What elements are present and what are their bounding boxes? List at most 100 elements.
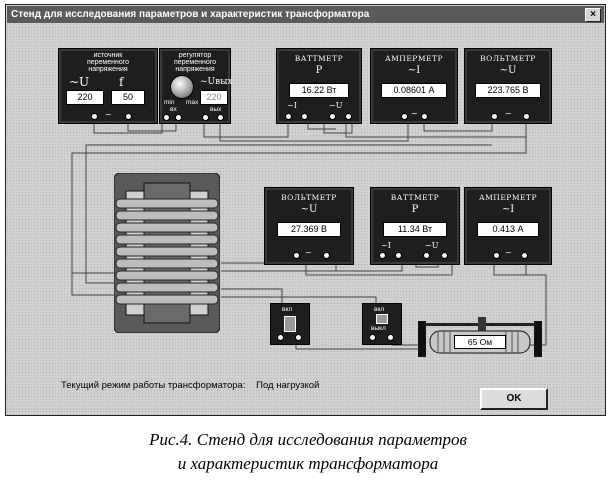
regulator-terminal-1[interactable] [163, 114, 170, 121]
secondary-ammeter: АМПЕРМЕТР ~I 0.413 А ~ [464, 187, 552, 265]
voltage-source-panel: источник переменного напряжения ~U f 220… [58, 48, 158, 124]
regulator-knob[interactable] [170, 75, 194, 99]
secondary-wattmeter-terminal-2[interactable] [395, 252, 402, 259]
secondary-wattmeter: ВАТТМЕТР P 11.34 Вт ~I ~U [370, 187, 460, 265]
primary-voltmeter-readout: 223.765 В [475, 83, 541, 98]
status-line: Текущий режим работы трансформатора: Под… [61, 380, 319, 391]
secondary-wattmeter-i-label: ~I [381, 241, 391, 250]
switch2-off-label: выкл [371, 325, 386, 332]
load-switch-1[interactable]: вкл [270, 303, 310, 345]
switch2-terminal-1[interactable] [369, 334, 376, 341]
caption-line-2: и характеристик трансформатора [177, 454, 439, 473]
secondary-voltmeter-terminal-2[interactable] [323, 252, 330, 259]
window-title: Стенд для исследования параметров и хара… [11, 9, 370, 20]
regulator-min-label: min [164, 99, 175, 106]
primary-ammeter-terminal-1[interactable] [401, 113, 408, 120]
close-button[interactable]: × [585, 8, 601, 22]
primary-voltmeter-name: ВОЛЬТМЕТР [480, 54, 536, 63]
regulator-in-label: вх [170, 106, 177, 113]
secondary-ammeter-readout: 0.413 А [477, 222, 539, 237]
primary-wattmeter-terminal-2[interactable] [301, 113, 308, 120]
secondary-voltmeter-symbol: ~U [300, 204, 318, 215]
regulator-terminal-3[interactable] [202, 114, 209, 121]
transformer [113, 172, 221, 334]
primary-ammeter-readout: 0.08601 А [381, 83, 447, 98]
regulator-title-3: напряжения [175, 66, 215, 73]
primary-wattmeter-name: ВАТТМЕТР [294, 54, 344, 63]
secondary-voltmeter: ВОЛЬТМЕТР ~U 27.369 В ~ [264, 187, 354, 265]
source-terminal-2[interactable] [125, 113, 132, 120]
secondary-voltmeter-readout: 27.369 В [277, 222, 341, 237]
regulator-max-label: max [186, 99, 199, 106]
primary-wattmeter-symbol: P [315, 65, 323, 76]
regulator-out-symbol: ~Uвых [200, 77, 233, 87]
secondary-ammeter-symbol: ~I [501, 204, 515, 215]
regulator-title-2: переменного [173, 59, 217, 66]
regulator-out-label: вых [210, 106, 222, 113]
regulator-terminal-4[interactable] [217, 114, 224, 121]
status-label: Текущий режим работы трансформатора: [61, 380, 246, 391]
status-value: Под нагрузкой [256, 380, 320, 391]
tilde-glyph: ~ [505, 248, 512, 257]
window-titlebar: Стенд для исследования параметров и хара… [7, 6, 604, 23]
source-title-1: источник [93, 52, 123, 59]
regulator-output-value: 220 [200, 90, 228, 105]
tilde-glyph: ~ [105, 110, 112, 119]
tilde-glyph: ~ [411, 109, 418, 118]
secondary-wattmeter-symbol: P [411, 204, 419, 215]
source-title-2: переменного [86, 59, 130, 66]
source-voltage-input[interactable]: 220 [66, 90, 104, 105]
load-switch-2[interactable]: вкл выкл [362, 303, 402, 345]
primary-ammeter-terminal-2[interactable] [421, 113, 428, 120]
primary-ammeter: АМПЕРМЕТР ~I 0.08601 А ~ [370, 48, 458, 124]
primary-wattmeter-terminal-4[interactable] [345, 113, 352, 120]
secondary-ammeter-terminal-2[interactable] [521, 252, 528, 259]
primary-wattmeter-terminal-1[interactable] [285, 113, 292, 120]
caption-line-1: Рис.4. Стенд для исследования параметров [149, 430, 467, 449]
switch1-on-label: вкл [282, 306, 293, 313]
tilde-glyph: ~ [305, 248, 312, 257]
primary-ammeter-symbol: ~I [407, 65, 421, 76]
source-frequency-input[interactable]: 50 [111, 90, 145, 105]
secondary-ammeter-name: АМПЕРМЕТР [478, 193, 538, 202]
primary-wattmeter-terminal-3[interactable] [329, 113, 336, 120]
primary-voltmeter-terminal-2[interactable] [523, 113, 530, 120]
secondary-wattmeter-terminal-4[interactable] [441, 252, 448, 259]
voltage-regulator-panel: регулятор переменного напряжения min max… [159, 48, 233, 124]
source-title-3: напряжения [88, 66, 128, 73]
source-terminal-1[interactable] [91, 113, 98, 120]
primary-voltmeter-terminal-1[interactable] [491, 113, 498, 120]
switch1-terminal-1[interactable] [277, 334, 284, 341]
secondary-ammeter-terminal-1[interactable] [493, 252, 500, 259]
secondary-wattmeter-name: ВАТТМЕТР [390, 193, 440, 202]
ok-button[interactable]: OK [480, 388, 548, 410]
primary-voltmeter-symbol: ~U [499, 65, 517, 76]
regulator-terminal-2[interactable] [175, 114, 182, 121]
secondary-wattmeter-readout: 11.34 Вт [383, 222, 447, 237]
tilde-glyph: ~ [505, 109, 512, 118]
primary-wattmeter-readout: 16.22 Вт [289, 83, 349, 98]
secondary-wattmeter-terminal-3[interactable] [423, 252, 430, 259]
regulator-title-1: регулятор [178, 52, 212, 59]
primary-ammeter-name: АМПЕРМЕТР [384, 54, 444, 63]
app-window: Стенд для исследования параметров и хара… [5, 4, 606, 416]
source-u-label: ~U [69, 75, 90, 89]
primary-wattmeter: ВАТТМЕТР P 16.22 Вт ~I ~U [276, 48, 362, 124]
source-f-label: f [119, 75, 124, 89]
figure-caption: Рис.4. Стенд для исследования параметров… [0, 428, 616, 476]
switch2-on-label: вкл [374, 306, 385, 313]
wiring-diagram [71, 121, 547, 350]
primary-voltmeter: ВОЛЬТМЕТР ~U 223.765 В ~ [464, 48, 552, 124]
switch1-terminal-2[interactable] [295, 334, 302, 341]
rheostat-resistance-value: 65 Ом [454, 335, 506, 349]
switch1-lever[interactable] [284, 316, 296, 332]
switch2-lever[interactable] [376, 314, 388, 324]
transformer-graphic [113, 172, 221, 334]
secondary-voltmeter-terminal-1[interactable] [293, 252, 300, 259]
switch2-terminal-2[interactable] [387, 334, 394, 341]
secondary-wattmeter-u-label: ~U [425, 241, 439, 250]
rheostat[interactable]: 65 Ом [418, 317, 542, 359]
secondary-voltmeter-name: ВОЛЬТМЕТР [281, 193, 337, 202]
secondary-wattmeter-terminal-1[interactable] [379, 252, 386, 259]
primary-wattmeter-i-label: ~I [287, 101, 297, 110]
